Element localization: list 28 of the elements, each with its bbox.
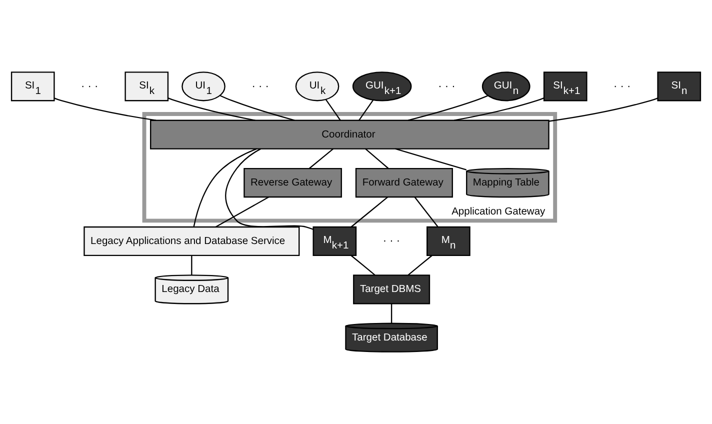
connector: [414, 196, 438, 228]
connector: [216, 196, 270, 228]
connector: [193, 148, 258, 228]
connector: [390, 304, 392, 324]
connector: [325, 99, 341, 121]
connector: [548, 98, 658, 122]
connector: [54, 98, 156, 121]
label: · · ·: [81, 80, 98, 92]
connector: [395, 148, 467, 170]
label: · · ·: [382, 235, 400, 248]
node-box: Forward Gateway: [355, 168, 453, 198]
connector: [225, 148, 314, 230]
connector: [365, 148, 389, 169]
connector: [454, 98, 544, 121]
connector: [168, 97, 256, 121]
connector: [350, 196, 388, 228]
node-box: Reverse Gateway: [244, 168, 342, 198]
connector: [408, 255, 432, 276]
connector: [309, 148, 334, 169]
node-box: Target DBMS: [353, 274, 430, 304]
node-box: Legacy Applications and Database Service: [84, 226, 300, 256]
label: · · ·: [252, 80, 269, 92]
connector: [358, 100, 374, 121]
label: · · ·: [438, 80, 456, 92]
connector: [191, 256, 192, 276]
label: · · ·: [614, 80, 631, 92]
connector: [350, 255, 376, 276]
node-box: Coordinator: [150, 120, 550, 150]
